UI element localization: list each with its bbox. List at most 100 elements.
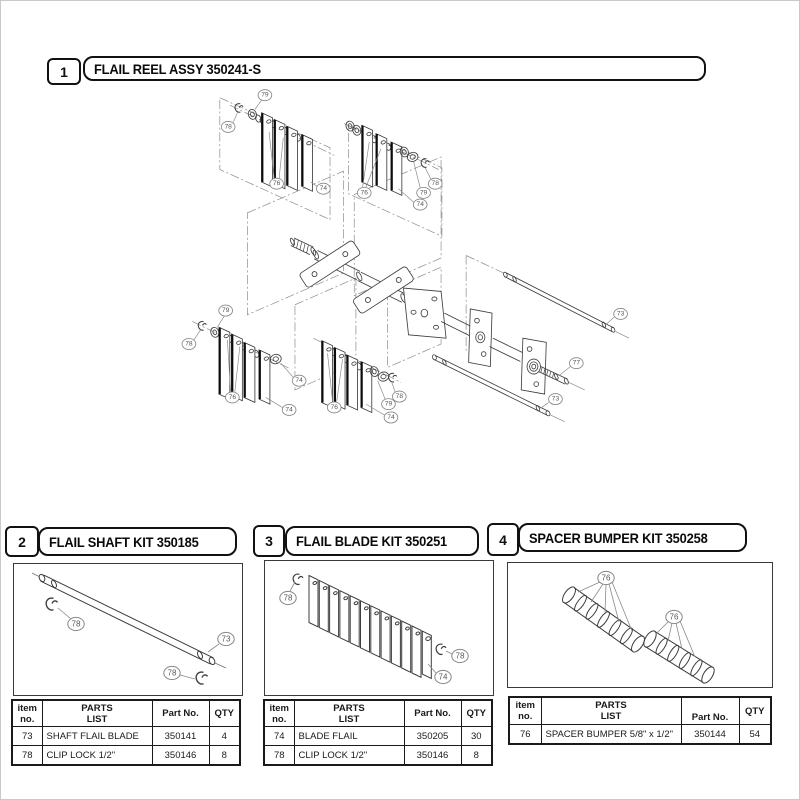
- svg-text:78: 78: [168, 669, 177, 678]
- shaft-kit-diagram-box: 78 73 78: [13, 563, 243, 696]
- callout-78: 78: [57, 607, 85, 632]
- spacer-stack-1: [562, 586, 645, 653]
- callout-78: 78: [181, 329, 201, 350]
- spacer-stack-2: [643, 630, 715, 684]
- callout-73: 73: [606, 308, 628, 325]
- section3-number-box: 3: [253, 525, 285, 557]
- svg-text:76: 76: [361, 189, 369, 196]
- col-partno: Part No.: [403, 699, 462, 727]
- blade-kit-diagram-box: 78 78 74: [264, 560, 494, 696]
- section3-number: 3: [265, 533, 273, 549]
- svg-text:74: 74: [417, 201, 425, 208]
- center-mount-plate: [403, 287, 447, 339]
- callout-76: 76: [225, 339, 241, 404]
- col-qty: QTY: [460, 699, 493, 727]
- section3-title: FLAIL BLADE KIT 350251: [296, 533, 448, 549]
- table-row: 78 CLIP LOCK 1/2" 350146 8: [263, 745, 493, 766]
- callout-74: 74: [310, 181, 331, 195]
- svg-text:78: 78: [456, 652, 465, 661]
- svg-text:76: 76: [331, 404, 339, 411]
- svg-text:79: 79: [261, 92, 269, 99]
- blade-cluster-lower-left: 79 78 74 76 74: [181, 304, 307, 416]
- svg-text:79: 79: [420, 189, 428, 196]
- col-partno: Part No.: [680, 696, 740, 725]
- stub-shaft: [538, 366, 585, 391]
- callout-78: 78: [445, 648, 469, 664]
- svg-text:74: 74: [295, 377, 303, 384]
- callout-79: 79: [217, 304, 233, 328]
- callout-74: 74: [427, 663, 452, 685]
- svg-text:74: 74: [439, 673, 448, 682]
- section2-title: FLAIL SHAFT KIT 350185: [49, 533, 199, 550]
- svg-text:76: 76: [670, 613, 679, 622]
- callout-78: 78: [424, 167, 443, 190]
- bearing-plate: [468, 308, 493, 368]
- flail-reel-assembly-diagram: 79 78 76 74: [181, 89, 630, 424]
- svg-text:79: 79: [385, 401, 393, 408]
- callout-73: 73: [540, 393, 563, 409]
- callout-79: 79: [413, 161, 431, 199]
- table-row: 74 BLADE FLAIL 350205 30: [263, 726, 493, 746]
- blade-cluster-lower-middle: 76 79 78 74: [321, 340, 407, 424]
- callout-74: 74: [365, 403, 399, 424]
- svg-text:74: 74: [320, 185, 328, 192]
- callout-76: 76: [268, 131, 284, 190]
- flail-shaft-rod-lower: [431, 354, 565, 422]
- svg-text:76: 76: [229, 394, 237, 401]
- svg-text:78: 78: [396, 393, 404, 400]
- blade-cluster-upper-left: 79 78 76 74: [220, 89, 331, 195]
- svg-text:78: 78: [224, 123, 232, 130]
- col-partno: Part No.: [151, 699, 210, 727]
- callout-74: 74: [280, 362, 307, 387]
- section2-number: 2: [18, 533, 26, 550]
- callout-73: 73: [207, 631, 235, 653]
- section1-number-box: 1: [47, 58, 81, 85]
- spacer-ring: [269, 353, 282, 365]
- callout-79: 79: [377, 380, 396, 411]
- svg-text:78: 78: [432, 180, 440, 187]
- col-qty: QTY: [208, 699, 241, 727]
- callout-79: 79: [254, 89, 273, 110]
- blade-cluster-upper-right: 76 79 78 74: [344, 119, 443, 211]
- callout-74: 74: [398, 188, 428, 211]
- svg-text:73: 73: [222, 635, 231, 644]
- section1-title: FLAIL REEL ASSY 350241-S: [94, 60, 261, 77]
- svg-text:74: 74: [387, 414, 395, 421]
- svg-text:77: 77: [573, 360, 581, 367]
- svg-text:79: 79: [222, 307, 230, 314]
- bumper-kit-diagram-box: 76 76: [507, 562, 773, 688]
- callout-76: 76: [326, 353, 343, 414]
- section4-title: SPACER BUMPER KIT 350258: [529, 529, 708, 546]
- svg-text:73: 73: [552, 396, 560, 403]
- section2-number-box: 2: [5, 526, 39, 557]
- svg-text:76: 76: [602, 574, 611, 583]
- svg-text:76: 76: [273, 180, 281, 187]
- svg-text:78: 78: [284, 594, 293, 603]
- callout-76: 76: [577, 570, 633, 632]
- callout-74: 74: [265, 397, 297, 416]
- section1-number: 1: [60, 63, 68, 80]
- svg-text:78: 78: [185, 341, 193, 348]
- flail-shaft-rod-upper: [503, 271, 630, 339]
- blade-row: [308, 574, 432, 680]
- callout-78: 78: [279, 581, 297, 606]
- table-row: 73 SHAFT FLAIL BLADE 350141 4: [11, 726, 241, 746]
- reel-shaft-assembly: 77: [289, 237, 585, 395]
- section4-number-box: 4: [487, 523, 519, 556]
- table-row: 78 CLIP LOCK 1/2" 350146 8: [11, 745, 241, 766]
- flange-plate: [299, 240, 361, 288]
- svg-text:74: 74: [285, 406, 293, 413]
- table-row: 76 SPACER BUMPER 5/8" x 1/2" 350144 54: [508, 724, 772, 745]
- callout-76: 76: [655, 609, 696, 658]
- shaft-kit-diagram: 78 73 78: [31, 572, 235, 685]
- section3-title-bar: FLAIL BLADE KIT 350251: [285, 526, 479, 556]
- svg-text:78: 78: [72, 620, 81, 629]
- section2-title-bar: FLAIL SHAFT KIT 350185: [38, 527, 237, 556]
